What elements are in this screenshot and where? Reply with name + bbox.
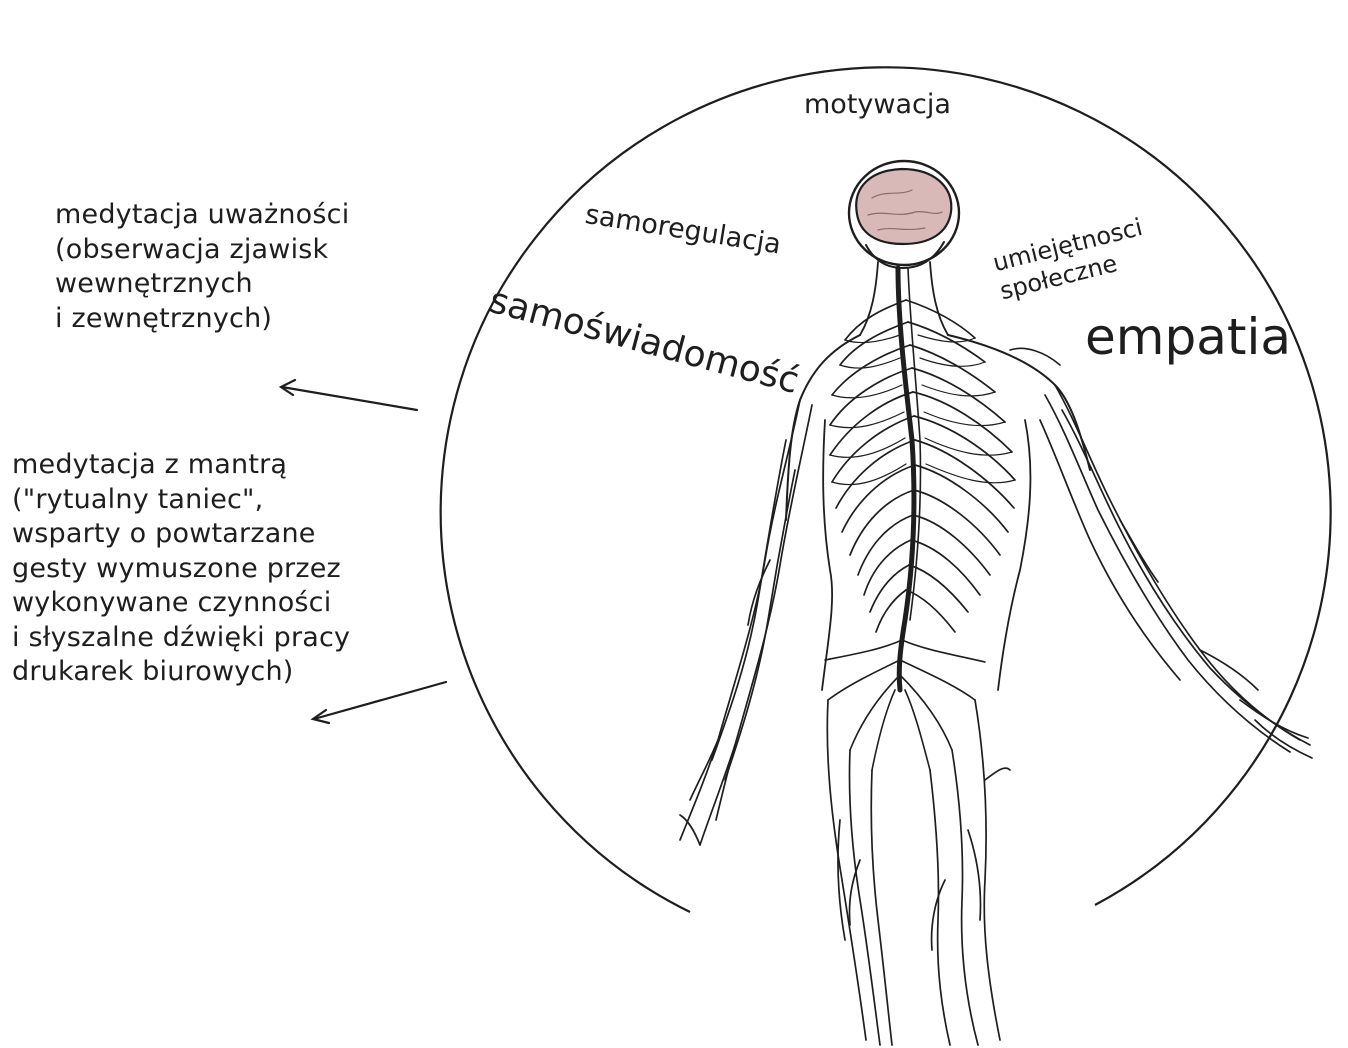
arrow-to-mindfulness xyxy=(281,380,417,410)
label-empatia: empatia xyxy=(1085,305,1291,369)
right-arm-nerves xyxy=(1040,385,1312,758)
label-mantra-meditation: medytacja z mantrą ("rytualny taniec", w… xyxy=(12,448,350,690)
leg-nerves xyxy=(827,700,1010,1045)
brain-icon xyxy=(856,169,951,244)
left-arm-nerves xyxy=(680,400,812,845)
lumbar-plexus xyxy=(825,640,985,770)
nervous-system-figure xyxy=(680,161,1312,1045)
rib-nerves xyxy=(830,300,1015,632)
label-motywacja: motywacja xyxy=(804,88,951,123)
label-mindfulness-meditation: medytacja uważności (obserwacja zjawisk … xyxy=(55,198,349,336)
